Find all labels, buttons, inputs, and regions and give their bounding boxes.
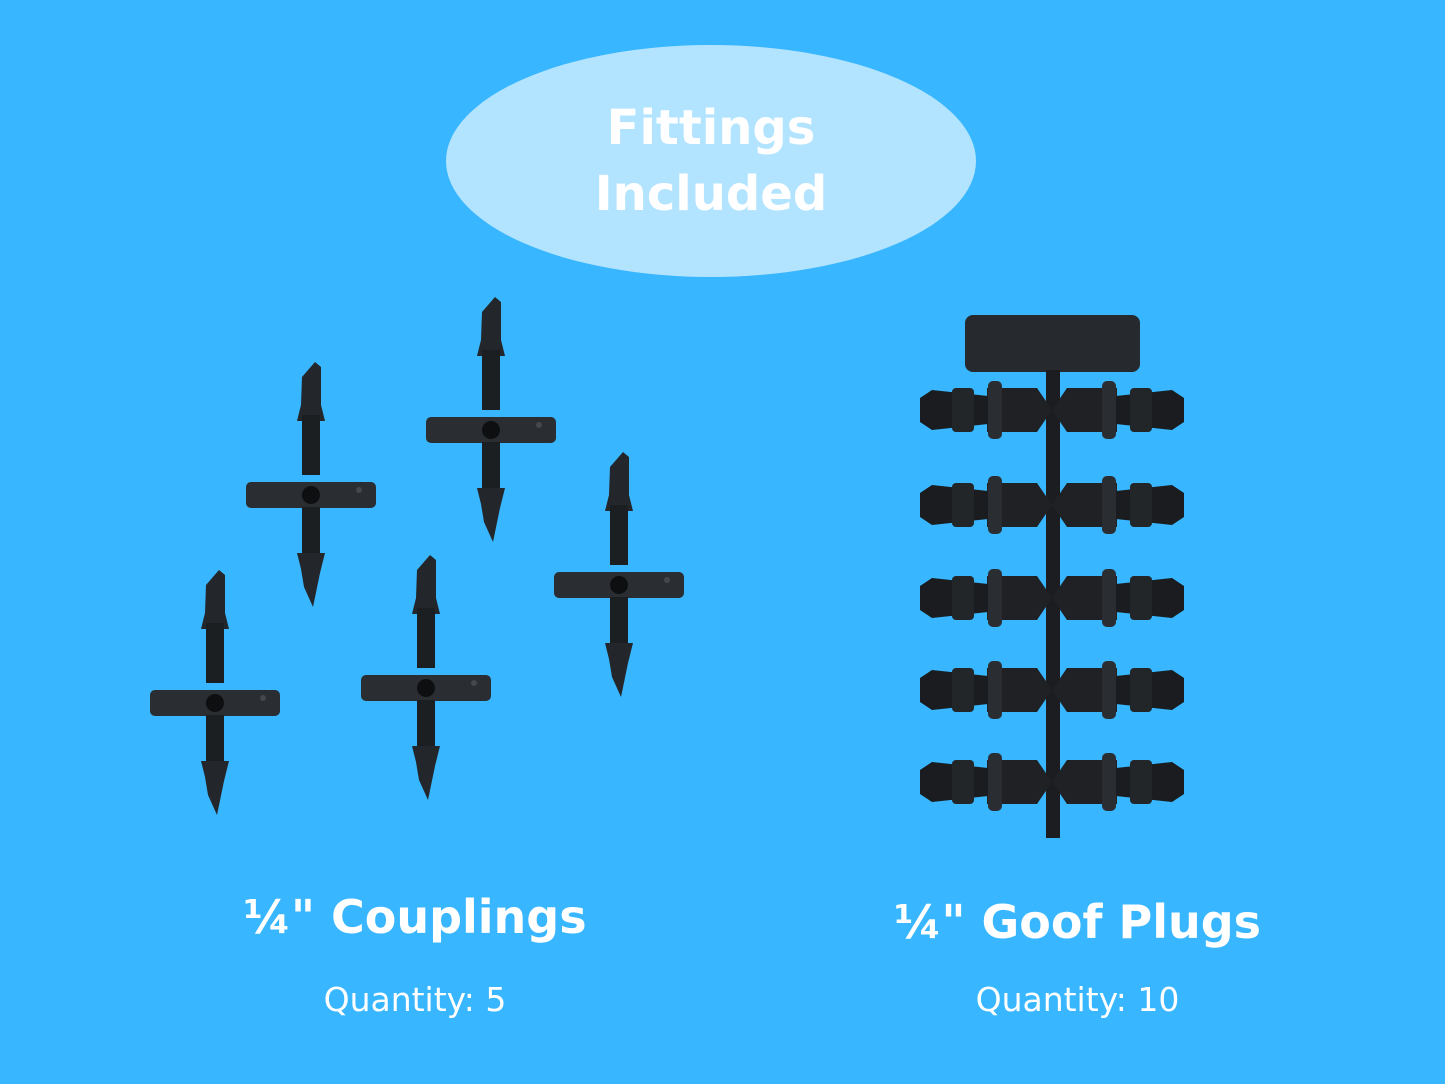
coupling-fitting-3 <box>554 452 684 697</box>
coupling-fitting-4 <box>150 570 280 815</box>
coupling-fitting-1 <box>246 362 376 607</box>
goof-plug-sprue <box>920 315 1184 838</box>
fittings-included-banner: Fittings Included <box>446 45 976 277</box>
goof-plugs-title: ¼" Goof Plugs <box>893 895 1262 949</box>
couplings-title: ¼" Couplings <box>243 890 587 944</box>
couplings-quantity: Quantity: 5 <box>323 980 507 1019</box>
coupling-fitting-2 <box>426 297 556 542</box>
coupling-fitting-5 <box>361 555 491 800</box>
banner-line-2: Included <box>594 166 828 222</box>
banner-line-1: Fittings <box>606 100 816 156</box>
goof-plugs-quantity: Quantity: 10 <box>975 980 1180 1019</box>
